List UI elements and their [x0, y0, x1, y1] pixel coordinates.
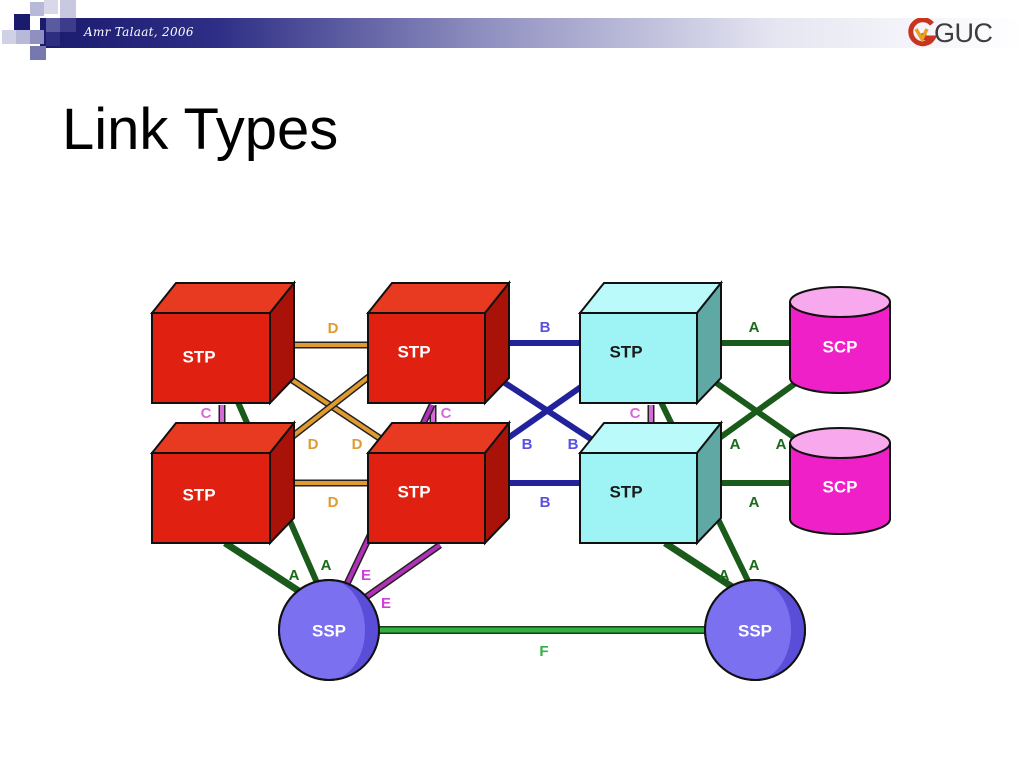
link-label-a: A: [321, 557, 332, 574]
link-label-c: C: [630, 405, 641, 422]
link-label-a: A: [749, 557, 760, 574]
link-label-d: D: [308, 436, 319, 453]
link-labels: D D D D C C C B B B B A A A A A A A A E …: [201, 319, 787, 660]
scp-label: SCP: [823, 477, 858, 496]
scp-label: SCP: [823, 337, 858, 356]
stp-node-bottom-left: STP: [149, 420, 297, 546]
link-a-ssp-right-1: [663, 540, 742, 595]
link-label-c: C: [441, 405, 452, 422]
ssp-label: SSP: [738, 621, 772, 640]
decor-square: [16, 30, 30, 44]
decor-square: [46, 32, 60, 46]
link-label-c: C: [201, 405, 212, 422]
author-credit: Amr Talaat, 2006: [84, 25, 194, 39]
link-label-b: B: [540, 319, 551, 336]
stp-node-bottom-right: STP: [577, 420, 724, 546]
link-label-f: F: [539, 643, 548, 660]
decor-square: [60, 18, 76, 32]
stp-label: STP: [609, 482, 642, 501]
decor-square: [30, 30, 44, 44]
decor-square: [30, 46, 46, 60]
stp-node-top-mid: STP: [365, 280, 512, 406]
link-label-a: A: [730, 436, 741, 453]
ssp-label: SSP: [312, 621, 346, 640]
link-label-d: D: [328, 494, 339, 511]
decor-square: [60, 0, 76, 18]
link-label-a: A: [289, 567, 300, 584]
decor-square: [30, 2, 44, 16]
decor-square: [44, 0, 58, 14]
decor-square: [2, 30, 16, 44]
header-band: [40, 18, 1024, 48]
stp-label: STP: [397, 482, 430, 501]
stp-node-top-right: STP: [577, 280, 724, 406]
guc-logo: GUC: [906, 16, 993, 50]
ssp-node-left: SSP: [278, 579, 380, 681]
link-label-b: B: [522, 436, 533, 453]
link-label-e: E: [361, 567, 371, 584]
link-label-b: B: [568, 436, 579, 453]
link-label-a: A: [719, 567, 730, 584]
stp-label: STP: [182, 347, 215, 366]
stp-label: STP: [397, 342, 430, 361]
stp-label: STP: [182, 485, 215, 504]
link-a-ssp-left-1: [223, 540, 307, 598]
scp-node-top: SCP: [789, 286, 891, 394]
ssp-node-right: SSP: [704, 579, 806, 681]
decor-square: [14, 14, 30, 30]
link-label-b: B: [540, 494, 551, 511]
link-label-a: A: [776, 436, 787, 453]
guc-logo-text: GUC: [934, 17, 993, 48]
link-label-e: E: [381, 595, 391, 612]
link-label-a: A: [749, 494, 760, 511]
link-label-d: D: [352, 436, 363, 453]
guc-logo-icon: [908, 18, 936, 47]
stp-node-top-left: STP: [149, 280, 297, 406]
link-label-a: A: [749, 319, 760, 336]
stp-node-bottom-mid: STP: [365, 420, 512, 546]
slide-title: Link Types: [62, 97, 339, 162]
decor-square: [46, 18, 60, 32]
scp-node-bottom: SCP: [789, 427, 891, 535]
link-label-d: D: [328, 320, 339, 337]
stp-label: STP: [609, 342, 642, 361]
